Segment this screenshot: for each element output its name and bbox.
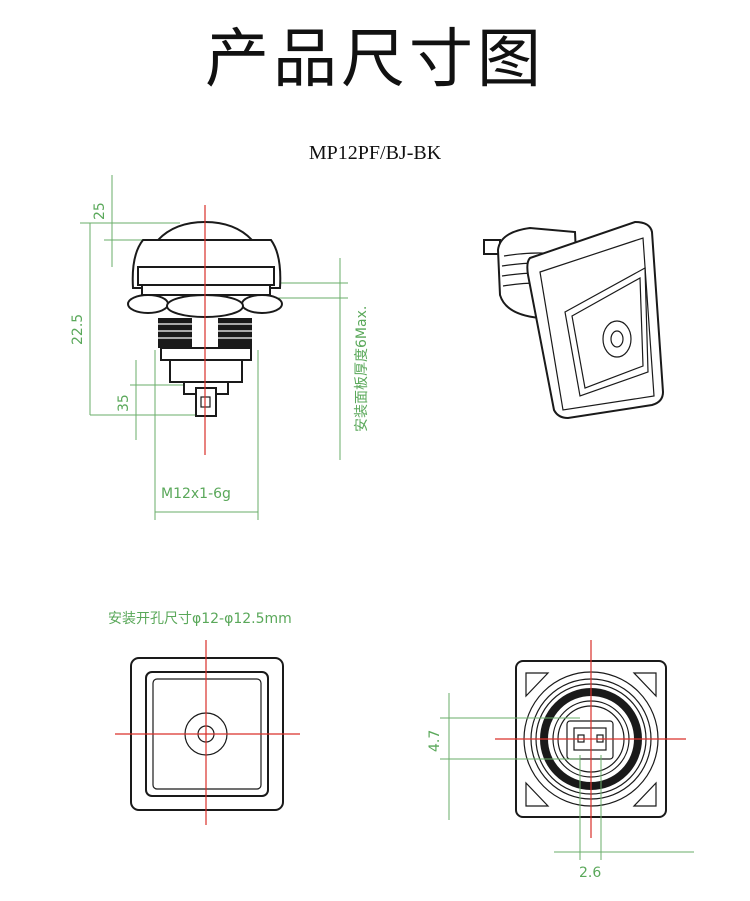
dim-horizontal: 2.6 [579,865,601,881]
model-number: MP12PF/BJ-BK [308,142,442,164]
page-title: 产品尺寸图 [205,23,545,97]
panel-thickness-label: 安装面板厚度6Max. [354,306,370,432]
thread-spec: M12x1-6g [161,486,231,502]
perspective-view [483,220,665,420]
dim-total-height: 22.5 [70,314,86,345]
rear-view: 4.7 2.6 [427,640,694,881]
front-view: 安装开孔尺寸φ12-φ12.5mm [108,611,300,825]
cutout-label: 安装开孔尺寸φ12-φ12.5mm [108,611,292,627]
dim-cap-height: 25 [92,202,108,220]
side-view-dimension-lines [80,175,348,520]
dim-vertical: 4.7 [427,730,443,752]
side-view: 25 22.5 35 M12x1-6g 安装面板厚度6Max. [70,175,370,520]
dim-terminal: 35 [116,394,132,412]
